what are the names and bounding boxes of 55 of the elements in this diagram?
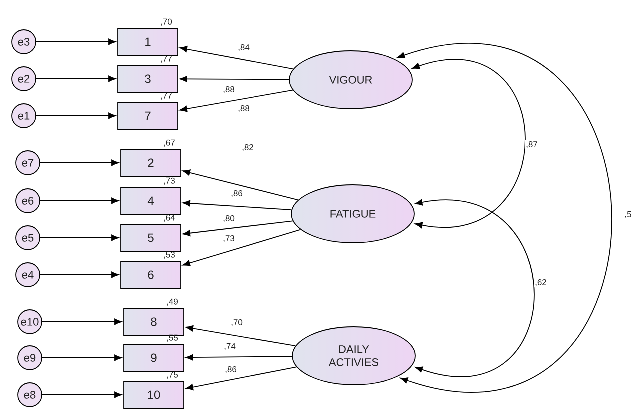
arrow [182,220,294,236]
correlation-label: ,77 [161,56,172,63]
correlation-label: ,49 [167,298,178,306]
edge-label: ,87 [526,142,538,148]
arrow [186,325,296,347]
correlation-label: ,55 [167,334,178,342]
correlation-label: ,73 [164,178,175,185]
arrow [182,170,299,201]
covariance-arrow [415,200,535,378]
indicator-box: 3 [118,65,178,93]
arrow [40,234,120,242]
edge-label: ,86 [232,190,243,198]
correlation-label: ,53 [164,252,175,259]
arrow [42,354,122,362]
indicator-box: 5 [120,224,182,252]
edge-label: ,62 [536,280,546,286]
arrow [182,229,302,266]
covariance-arrow [412,59,526,228]
edge-label: ,88 [238,106,250,112]
correlation-label: ,77 [161,92,172,100]
indicator-box: 6 [120,261,182,289]
arrow [180,46,294,70]
indicator-box: 1 [118,28,178,56]
indicator-box: 2 [120,149,182,177]
edge-label: ,84 [238,44,250,52]
edge-label: ,80 [224,216,235,222]
arrow [42,392,122,398]
arrow [180,90,294,112]
arrow [36,38,116,46]
edge-label: ,70 [232,319,243,326]
indicator-box: 8 [124,308,184,336]
edge-label: ,82 [242,144,254,152]
edge-label: ,86 [226,366,237,374]
arrow [186,354,293,361]
correlation-label: ,67 [164,140,175,147]
correlation-label: ,70 [161,18,172,26]
arrow [186,366,298,391]
indicator-box: 9 [124,344,184,372]
indicator-box: 4 [120,187,182,215]
correlation-label: ,75 [167,372,178,379]
indicator-box: 7 [118,102,178,130]
arrow [42,318,122,326]
arrow [40,198,120,204]
arrow [36,76,116,82]
arrow [40,160,120,166]
indicator-box: 10 [124,381,184,409]
arrow [36,112,116,120]
edge-label: ,88 [224,86,235,94]
arrow [40,272,120,278]
edge-label: ,5 [625,212,632,218]
arrow [182,200,292,210]
edge-label: ,73 [224,236,235,242]
arrow [180,76,290,82]
correlation-label: ,64 [164,214,176,222]
edge-label: ,74 [224,344,236,350]
